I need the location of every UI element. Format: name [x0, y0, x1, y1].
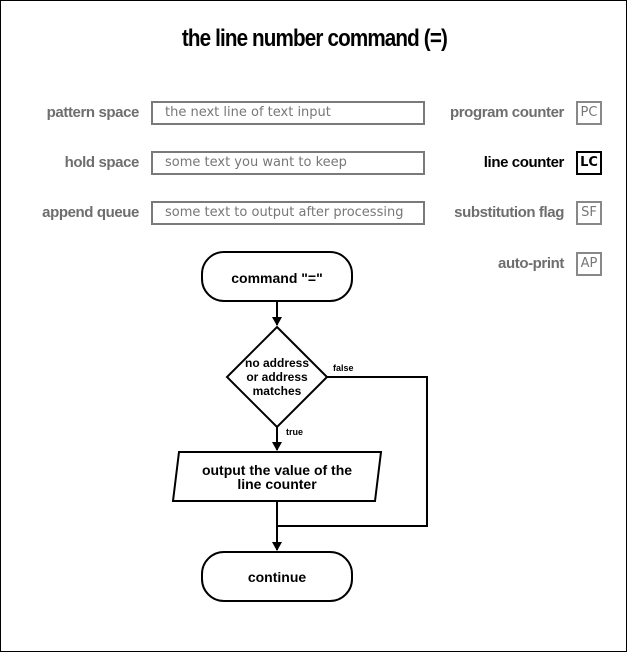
true-label: true — [286, 427, 303, 437]
action-line-2: line counter — [237, 476, 317, 492]
register-label-append-queue: append queue — [42, 204, 139, 221]
decision-line-3: matches — [253, 384, 302, 398]
end-label: continue — [248, 569, 307, 585]
start-label: command "=" — [231, 270, 322, 286]
false-label: false — [333, 363, 354, 373]
flag-line-counter: LC — [576, 151, 602, 175]
action-box — [171, 451, 383, 502]
end-terminal — [201, 551, 353, 602]
flag-substitution-flag: SF — [576, 201, 602, 225]
page-title: the line number command (=) — [181, 25, 448, 52]
register-pattern-space: the next line of text input — [151, 101, 425, 125]
flag-program-counter: PC — [576, 101, 602, 125]
register-label-hold-space: hold space — [64, 154, 140, 171]
decision-line-1: no address — [245, 356, 309, 370]
register-hold-space: some text you want to keep — [151, 151, 425, 175]
register-label-pattern-space: pattern space — [46, 104, 140, 121]
flag-auto-print: AP — [576, 252, 602, 276]
register-append-queue: some text to output after processing — [151, 201, 425, 225]
flag-label-substitution-flag: substitution flag — [454, 204, 564, 221]
flag-label-line-counter: line counter — [483, 154, 565, 171]
action-line-1: output the value of the — [202, 462, 352, 478]
false-branch-line — [277, 376, 428, 527]
flag-label-auto-print: auto-print — [498, 255, 564, 272]
flag-label-program-counter: program counter — [449, 104, 564, 121]
decision-line-2: or address — [246, 370, 308, 384]
